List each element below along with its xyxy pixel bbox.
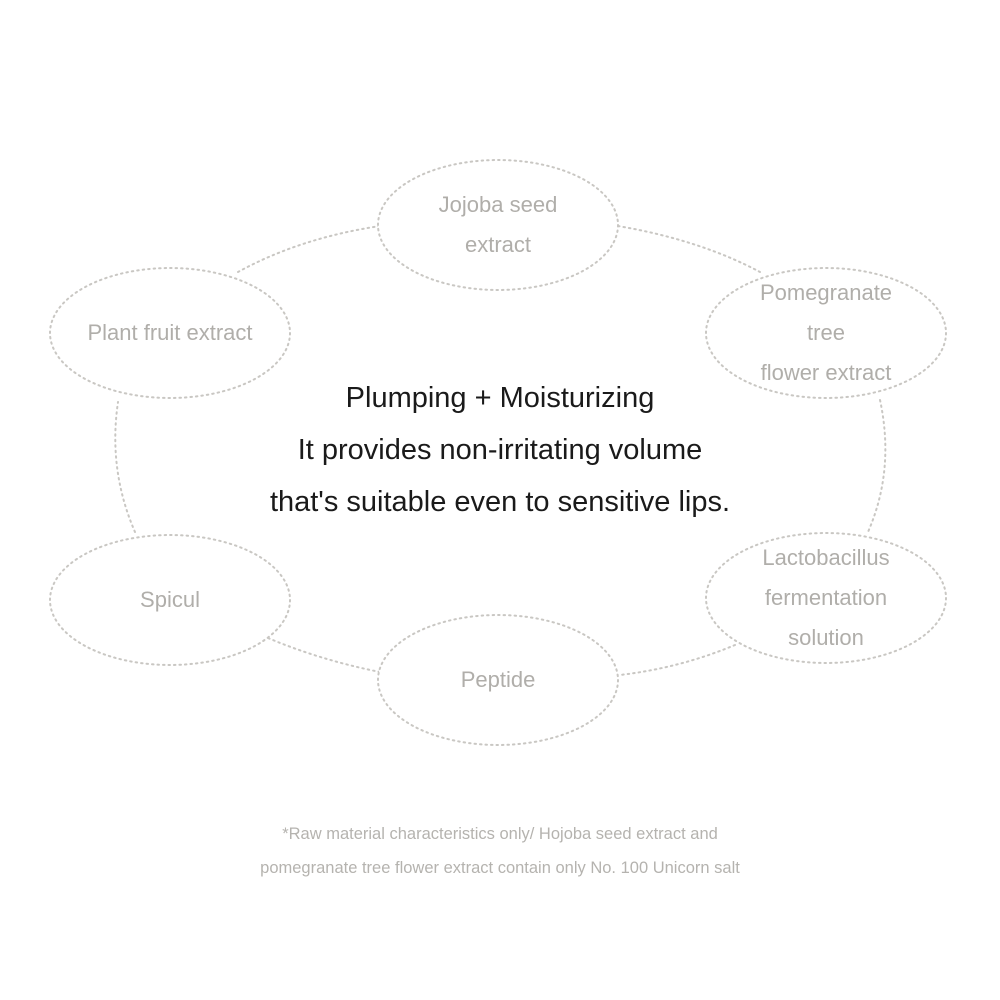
footnote-line-2: pomegranate tree flower extract contain … bbox=[260, 859, 740, 877]
footnote-line-1: *Raw material characteristics only/ Hojo… bbox=[282, 825, 718, 843]
connector-plantfruit-jojoba bbox=[237, 225, 381, 273]
node-label-pomegranate: Pomegranate tree flower extract bbox=[759, 280, 893, 385]
node-ellipse-plant-fruit bbox=[49, 267, 291, 399]
connector-peptide-spicul bbox=[267, 637, 381, 673]
center-headline: Plumping + Moisturizing bbox=[345, 382, 655, 414]
footnote: *Raw material characteristics only/ Hojo… bbox=[0, 817, 1000, 885]
connector-jojoba-pomegranate bbox=[617, 225, 761, 273]
center-statement: Plumping + Moisturizing It provides non-… bbox=[0, 372, 1000, 528]
node-label-lactobacillus: Lactobacillus fermentation solution bbox=[762, 545, 890, 650]
node-label-peptide: Peptide bbox=[460, 667, 536, 692]
connector-lactobacillus-peptide bbox=[619, 644, 736, 676]
node-label-spicul: Spicul bbox=[140, 587, 200, 612]
node-ellipse-spicul bbox=[49, 534, 291, 666]
node-ellipse-pomegranate bbox=[705, 267, 947, 399]
connector-spicul-plantfruit bbox=[114, 401, 136, 533]
node-label-jojoba: Jojoba seed extract bbox=[438, 192, 558, 257]
node-ellipse-jojoba bbox=[377, 159, 619, 291]
node-label-plant-fruit: Plant fruit extract bbox=[87, 320, 253, 345]
center-line-2: It provides non-irritating volume bbox=[297, 434, 703, 466]
center-line-3: that's suitable even to sensitive lips. bbox=[269, 486, 731, 518]
node-ellipses bbox=[49, 159, 947, 746]
node-ellipse-peptide bbox=[377, 614, 619, 746]
connector-ring bbox=[114, 225, 887, 676]
connector-pomegranate-lactobacillus bbox=[867, 399, 887, 533]
node-ellipse-lactobacillus bbox=[705, 532, 947, 664]
